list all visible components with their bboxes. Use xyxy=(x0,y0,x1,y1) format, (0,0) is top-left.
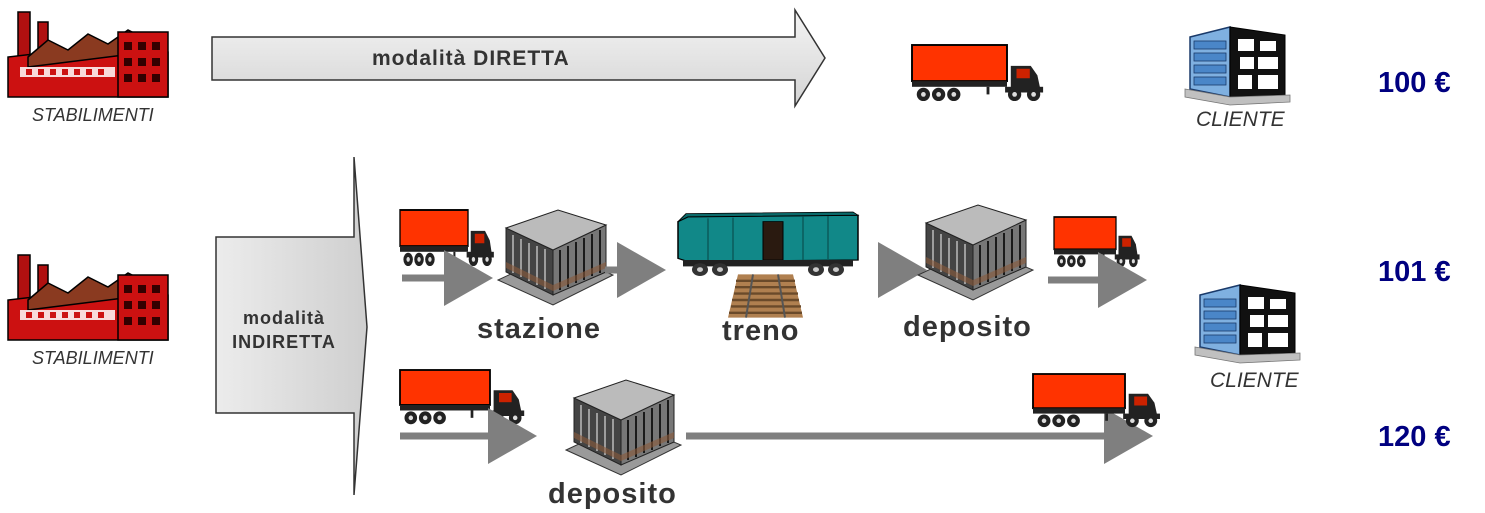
warehouse-icon xyxy=(565,379,682,476)
flow-arrow xyxy=(878,242,927,298)
flow-arrow xyxy=(402,250,493,306)
indirect-mode-label: modalità INDIRETTA xyxy=(214,306,354,354)
indirect-mode-label-line2: INDIRETTA xyxy=(232,332,336,352)
price-direct: 100 € xyxy=(1378,67,1451,99)
destination-caption-direct: CLIENTE xyxy=(1196,108,1285,131)
direct-mode-label: modalità DIRETTA xyxy=(372,47,570,70)
flow-arrow xyxy=(605,242,666,298)
indirect-mode-label-line1: modalità xyxy=(242,308,325,328)
flow-arrow xyxy=(400,408,537,464)
flow-arrow xyxy=(1048,252,1147,308)
factory-icon xyxy=(7,11,169,98)
train-label: treno xyxy=(722,315,800,347)
price-route2: 120 € xyxy=(1378,421,1451,453)
warehouse-icon xyxy=(917,204,1034,301)
indirect-mode-arrow xyxy=(215,156,368,496)
depot-label-route2: deposito xyxy=(548,478,677,510)
origin-caption-indirect: STABILIMENTI xyxy=(32,348,154,368)
destination-caption-indirect: CLIENTE xyxy=(1210,369,1299,392)
factory-icon xyxy=(7,254,169,341)
depot-label-route1: deposito xyxy=(903,311,1032,343)
price-route1: 101 € xyxy=(1378,256,1451,288)
truck-icon xyxy=(398,368,526,426)
office-building-icon xyxy=(1184,26,1291,106)
truck-icon xyxy=(910,43,1045,103)
station-label: stazione xyxy=(477,313,602,345)
warehouse-icon xyxy=(497,209,614,306)
origin-caption-direct: STABILIMENTI xyxy=(32,105,154,125)
truck-icon xyxy=(1031,372,1162,429)
train-icon xyxy=(676,210,860,320)
flow-arrow xyxy=(686,408,1153,464)
truck-icon xyxy=(1052,215,1141,269)
office-building-icon xyxy=(1194,284,1301,364)
direct-mode-arrow xyxy=(211,7,826,109)
truck-icon xyxy=(398,208,496,268)
